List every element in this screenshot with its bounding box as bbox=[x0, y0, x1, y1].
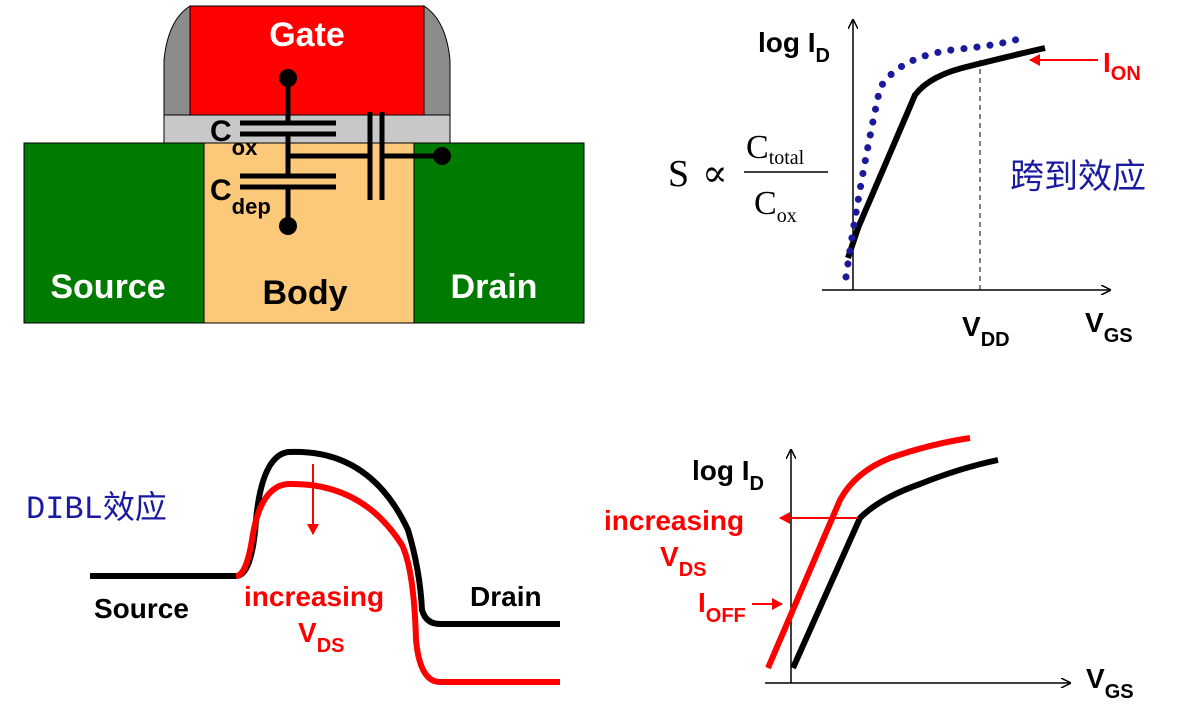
subthreshold-plot: log ID VGS VDD ION S ∝ Ctotal Cox 跨到效应 bbox=[668, 20, 1146, 351]
y-axis-label: log ID bbox=[758, 27, 830, 67]
subthreshold-swing-formula: S ∝ Ctotal Cox bbox=[668, 129, 828, 227]
dibl-caption: DIBL效应 bbox=[26, 490, 167, 528]
body-node bbox=[279, 217, 297, 235]
left-spacer bbox=[163, 5, 191, 116]
body-label: Body bbox=[263, 274, 348, 312]
source-region bbox=[23, 142, 205, 324]
ion-label: ION bbox=[1103, 47, 1141, 85]
drain-region bbox=[413, 142, 585, 324]
iv-x-axis-label: VGS bbox=[1086, 663, 1134, 703]
iv-curve-low-vds bbox=[790, 457, 999, 670]
dotted-id-curve bbox=[842, 34, 1026, 281]
cross-effect-caption: 跨到效应 bbox=[1010, 158, 1146, 196]
source-label: Source bbox=[50, 268, 165, 306]
drain-node bbox=[433, 147, 451, 165]
drain-label: Drain bbox=[451, 268, 538, 306]
band-increasing-label: increasing bbox=[244, 581, 384, 612]
gate-oxide bbox=[163, 114, 451, 144]
solid-id-curve bbox=[845, 45, 1046, 259]
iv-increasing-label: increasing bbox=[604, 505, 744, 536]
gate-label: Gate bbox=[269, 16, 345, 54]
x-axis-label: VGS bbox=[1085, 307, 1133, 347]
cox-label: Cox bbox=[210, 115, 258, 160]
iv-curve-high-vds bbox=[765, 435, 971, 670]
band-vds-label: VDS bbox=[298, 617, 344, 657]
band-curve-high-vds bbox=[235, 480, 560, 685]
body-region bbox=[203, 142, 415, 324]
dibl-band-diagram: DIBL效应 Source Drain increasing VDS bbox=[26, 448, 560, 685]
cdep-label: Cdep bbox=[210, 174, 271, 219]
iv-vds-label: VDS bbox=[660, 541, 706, 581]
mosfet-cross-section: Gate Source Body Drain Cox Cdep bbox=[23, 5, 585, 324]
formula-numerator: Ctotal bbox=[746, 129, 805, 169]
gate-electrode bbox=[189, 5, 425, 116]
band-source-label: Source bbox=[94, 593, 189, 624]
formula-proportional: ∝ bbox=[702, 153, 728, 195]
iv-y-axis-label: log ID bbox=[692, 455, 764, 495]
formula-s: S bbox=[668, 153, 689, 195]
gate-node bbox=[279, 69, 297, 87]
dibl-iv-plot: log ID VGS increasing VDS IOFF bbox=[604, 435, 1134, 703]
right-spacer bbox=[423, 5, 451, 116]
formula-denominator: Cox bbox=[754, 185, 797, 227]
ioff-label: IOFF bbox=[698, 587, 746, 627]
vdd-label: VDD bbox=[962, 311, 1010, 351]
band-drain-label: Drain bbox=[470, 581, 542, 612]
